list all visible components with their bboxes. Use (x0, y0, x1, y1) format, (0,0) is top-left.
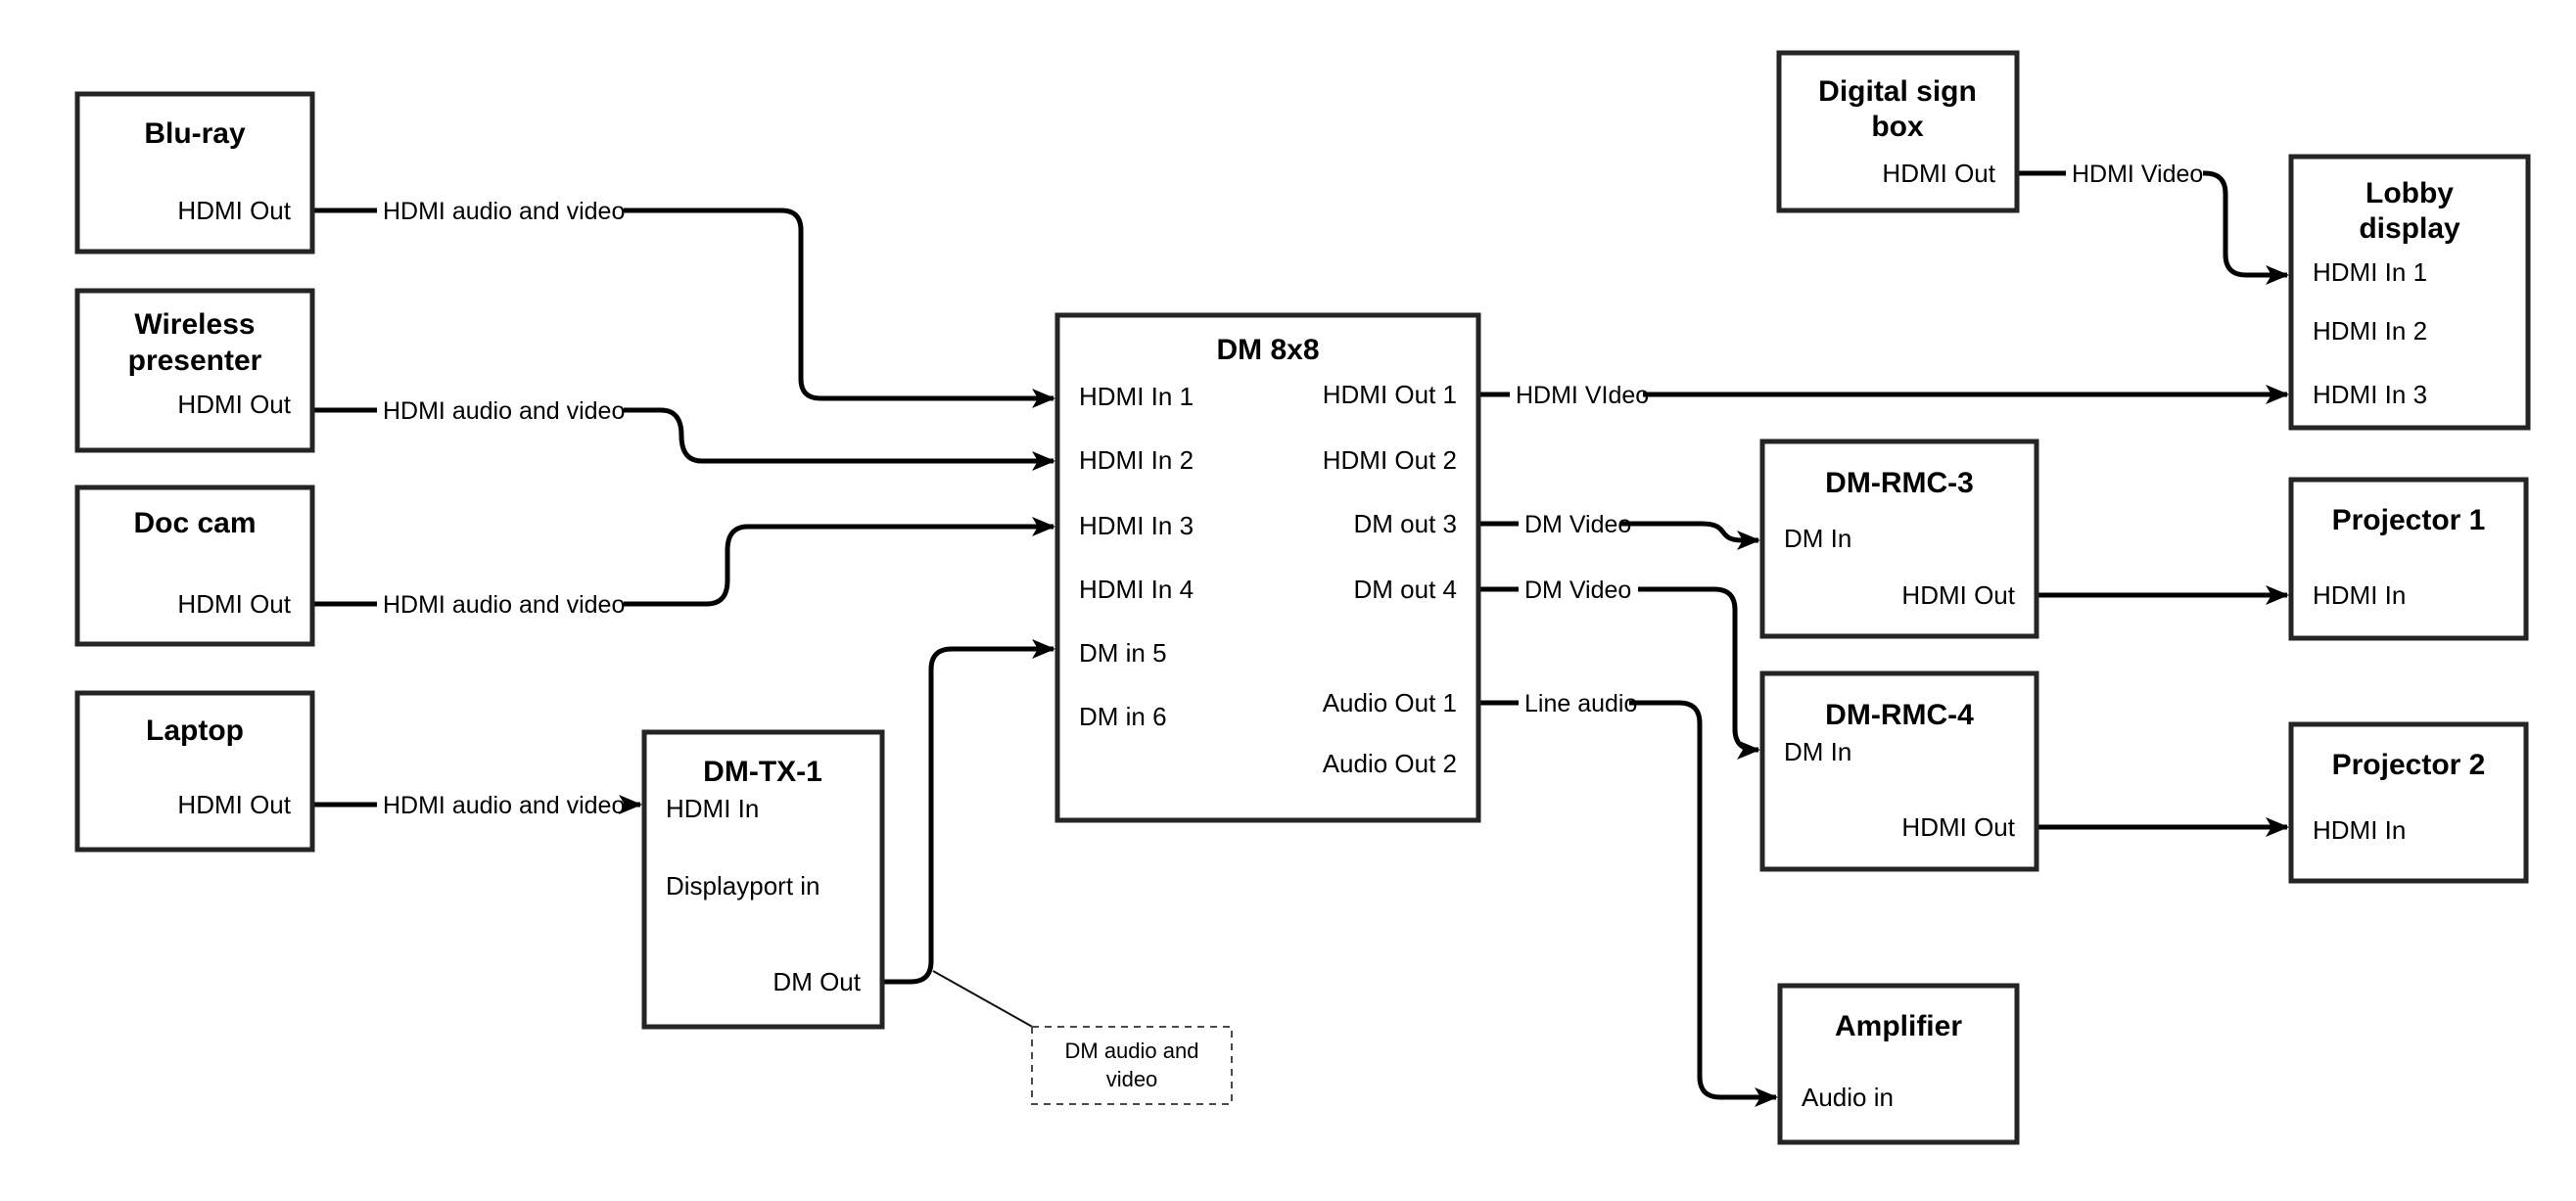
dm8x8-title: DM 8x8 (1216, 334, 1319, 366)
bluray-title: Blu-ray (144, 117, 246, 150)
dm8x8-port-dm-out-3: DM out 3 (1354, 509, 1458, 538)
dm8x8-port-hdmi-in-1: HDMI In 1 (1079, 382, 1194, 411)
digital-sign-title-line1: Digital sign (1818, 75, 1977, 108)
dm8x8-port-dm-in-5: DM in 5 (1079, 638, 1167, 668)
laptop-box (74, 690, 315, 853)
dm8x8-box (1054, 312, 1481, 823)
doccam-title: Doc cam (133, 507, 256, 539)
wire-dsign-to-lobby (2203, 170, 2289, 285)
dmrmc4-port-dm-in: DM In (1784, 737, 1851, 766)
wire-label-laptop: HDMI audio and video (383, 792, 625, 819)
dmrmc3-box (1759, 439, 2039, 639)
projector2-title: Projector 2 (2332, 749, 2486, 781)
lobby-title-line1: Lobby (2365, 177, 2454, 209)
node-projector2: Projector 2 HDMI In (2288, 721, 2529, 884)
wire-dmtx1-to-dm8x8 (882, 639, 1055, 985)
note-text-line1: DM audio and (1065, 1039, 1199, 1063)
dm8x8-port-hdmi-in-3: HDMI In 3 (1079, 511, 1194, 540)
wireless-port-hdmi-out: HDMI Out (177, 390, 291, 419)
projector2-box (2288, 721, 2529, 884)
dmtx1-port-displayport-in: Displayport in (666, 871, 820, 901)
wire-doccam-to-dm8x8 (624, 517, 1055, 607)
node-dmtx1: DM-TX-1 HDMI In Displayport in DM Out (641, 729, 885, 1030)
dmtx1-title: DM-TX-1 (703, 756, 822, 788)
wire-label-dsign: HDMI Video (2072, 161, 2203, 188)
lobby-port-hdmi-in-1: HDMI In 1 (2313, 257, 2427, 287)
doccam-port-hdmi-out: HDMI Out (177, 589, 291, 619)
dm8x8-port-audio-out-2: Audio Out 2 (1323, 749, 1457, 778)
wire-label-dmout4: DM Video (1524, 577, 1631, 604)
dmrmc3-port-dm-in: DM In (1784, 524, 1851, 553)
dm8x8-port-hdmi-in-4: HDMI In 4 (1079, 575, 1194, 604)
wire-wireless-to-dm8x8 (624, 407, 1055, 471)
wireless-title-line2: presenter (128, 345, 262, 377)
dmrmc4-title: DM-RMC-4 (1825, 699, 1974, 731)
node-projector1: Projector 1 HDMI In (2288, 477, 2529, 641)
wire-audioout1-to-amp (1629, 700, 1778, 1107)
laptop-port-hdmi-out: HDMI Out (177, 790, 291, 819)
dmtx1-port-dm-out: DM Out (773, 967, 861, 996)
wire-label-audioout1: Line audio (1524, 690, 1637, 717)
wire-label-wireless: HDMI audio and video (383, 397, 625, 425)
lobby-port-hdmi-in-3: HDMI In 3 (2313, 380, 2427, 409)
lobby-title-line2: display (2359, 212, 2460, 245)
node-laptop: Laptop HDMI Out (74, 690, 315, 853)
wireless-title-line1: Wireless (134, 308, 255, 341)
digital-sign-title-line2: box (1871, 111, 1924, 143)
digital-sign-port-hdmi-out: HDMI Out (1882, 159, 1995, 188)
note-box (1031, 1026, 1233, 1105)
wire-label-hdmiout1: HDMI VIdeo (1516, 382, 1649, 409)
node-dm8x8: DM 8x8 HDMI In 1 HDMI In 2 HDMI In 3 HDM… (1054, 312, 1481, 823)
dmrmc4-box (1759, 670, 2039, 872)
dm8x8-port-hdmi-out-2: HDMI Out 2 (1323, 445, 1457, 475)
bluray-box (74, 91, 315, 254)
amplifier-port-audio-in: Audio in (1802, 1083, 1894, 1112)
node-lobby-display: Lobby display HDMI In 1 HDMI In 2 HDMI I… (2288, 154, 2531, 431)
node-bluray: Blu-ray HDMI Out (74, 91, 315, 254)
wire-label-bluray: HDMI audio and video (383, 198, 625, 225)
node-wireless-presenter: Wireless presenter HDMI Out (74, 288, 315, 453)
node-doccam: Doc cam HDMI Out (74, 485, 315, 647)
projector2-port-hdmi-in: HDMI In (2313, 815, 2406, 845)
wires: HDMI audio and video HDMI audio and vide… (312, 161, 2289, 1107)
wire-bluray-to-dm8x8 (624, 208, 1055, 408)
node-digital-sign-box: Digital sign box HDMI Out (1776, 50, 2020, 213)
wire-label-doccam: HDMI audio and video (383, 591, 625, 619)
digital-sign-box (1776, 50, 2020, 213)
dm8x8-port-audio-out-1: Audio Out 1 (1323, 688, 1457, 717)
dm8x8-port-dm-out-4: DM out 4 (1354, 575, 1458, 604)
dm8x8-port-dm-in-6: DM in 6 (1079, 702, 1167, 731)
dm8x8-port-hdmi-in-2: HDMI In 2 (1079, 445, 1194, 475)
amplifier-box (1777, 983, 2020, 1145)
bluray-port-hdmi-out: HDMI Out (177, 196, 291, 225)
doccam-box (74, 485, 315, 647)
projector1-title: Projector 1 (2332, 504, 2486, 536)
dmtx1-box (641, 729, 885, 1030)
wire-label-dmout3: DM Video (1524, 511, 1631, 538)
node-amplifier: Amplifier Audio in (1777, 983, 2020, 1145)
dm8x8-port-hdmi-out-1: HDMI Out 1 (1323, 380, 1457, 409)
lobby-box (2288, 154, 2531, 431)
node-dmrmc3: DM-RMC-3 DM In HDMI Out (1759, 439, 2039, 639)
note-callout-line (932, 970, 1037, 1030)
wireless-box (74, 288, 315, 453)
dmrmc3-title: DM-RMC-3 (1825, 467, 1974, 499)
dmrmc3-port-hdmi-out: HDMI Out (1901, 580, 2015, 610)
wire-dmout4-to-rmc4 (1638, 586, 1760, 760)
projector1-box (2288, 477, 2529, 641)
lobby-port-hdmi-in-2: HDMI In 2 (2313, 316, 2427, 346)
node-dmrmc4: DM-RMC-4 DM In HDMI Out (1759, 670, 2039, 872)
wire-dmout3-to-rmc3 (1620, 521, 1760, 550)
note-text-line2: video (1106, 1067, 1158, 1091)
amplifier-title: Amplifier (1835, 1010, 1962, 1042)
dmtx1-port-hdmi-in: HDMI In (666, 794, 759, 823)
laptop-title: Laptop (146, 715, 244, 747)
dmrmc4-port-hdmi-out: HDMI Out (1901, 812, 2015, 842)
note-dm-audio-video: DM audio and video (932, 970, 1233, 1105)
projector1-port-hdmi-in: HDMI In (2313, 580, 2406, 610)
